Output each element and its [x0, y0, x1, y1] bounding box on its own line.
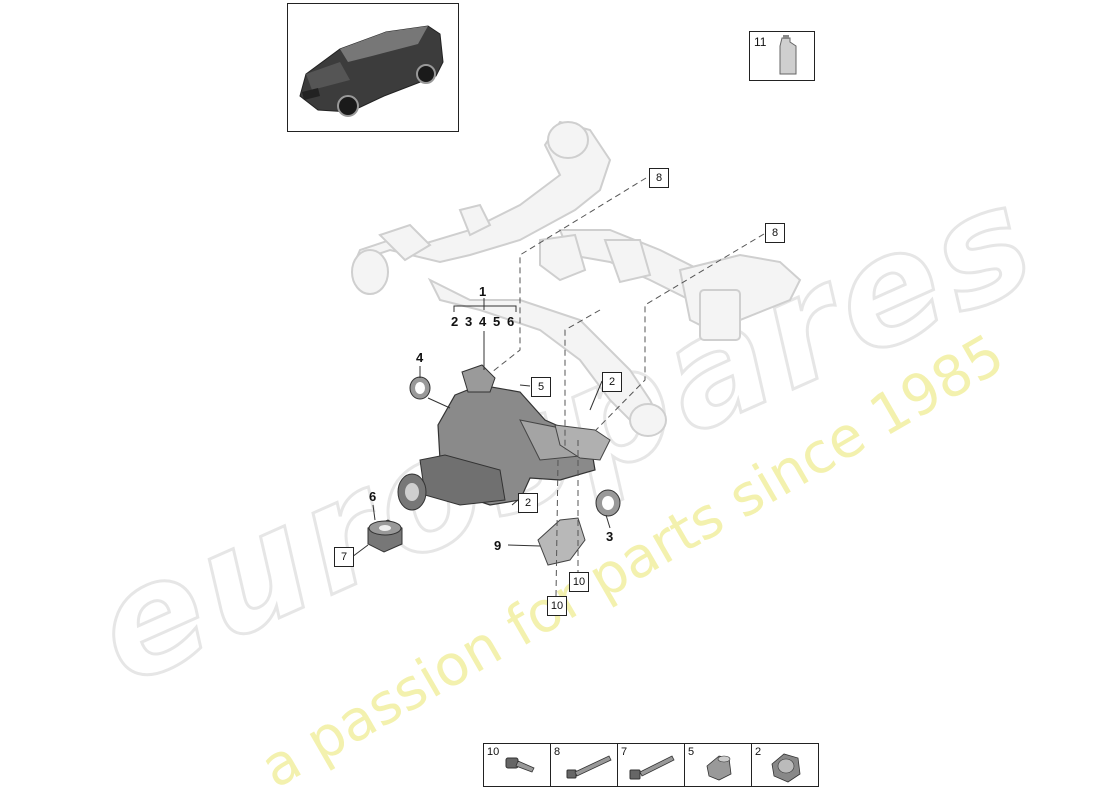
fastener-cell-5: 5 [684, 743, 752, 787]
heat-shield [537, 517, 586, 566]
fastener-cell-10: 10 [483, 743, 551, 787]
fastener-cell-8: 8 [550, 743, 618, 787]
callout-group-3: 3 [465, 314, 473, 329]
callout-box-10-right: 10 [569, 572, 589, 592]
bushing-icon [706, 755, 732, 781]
fastener-number: 5 [688, 746, 695, 758]
plug-icon [771, 753, 801, 783]
fastener-number: 8 [554, 746, 561, 758]
callout-box-7: 7 [334, 547, 354, 567]
rubber-mount [367, 519, 403, 553]
callout-group-2: 2 [451, 314, 459, 329]
fastener-cell-7: 7 [617, 743, 685, 787]
callout-9: 9 [494, 538, 502, 553]
fastener-number: 2 [755, 746, 762, 758]
suv-icon [299, 25, 444, 117]
callout-box-5: 5 [531, 377, 551, 397]
callout-group-row: 2 3 4 5 6 [449, 314, 519, 332]
callout-6: 6 [369, 489, 377, 504]
flange-bolt-icon [629, 755, 675, 780]
fastener-number: 7 [621, 746, 628, 758]
seal-right [595, 489, 621, 517]
callout-1: 1 [479, 284, 487, 299]
long-bolt-icon [566, 755, 612, 779]
seal-left [409, 376, 431, 400]
callout-3: 3 [606, 529, 614, 544]
callout-box-8-upper: 8 [649, 168, 669, 188]
callout-4: 4 [416, 350, 424, 365]
subframe-outline [351, 120, 802, 437]
callout-box-10-left: 10 [547, 596, 567, 616]
leader-lines [351, 298, 611, 558]
dashed-guide-lines [491, 177, 765, 597]
fastener-cell-2: 2 [751, 743, 819, 787]
oil-callout: 11 [754, 35, 767, 49]
fasteners-table: 10 8 7 5 [483, 743, 819, 787]
differential-housing [397, 364, 611, 511]
fastener-number: 10 [487, 746, 500, 758]
callout-box-2-lower: 2 [518, 493, 538, 513]
vehicle-thumbnail [287, 3, 459, 132]
callout-group-5: 5 [493, 314, 501, 329]
callout-box-8-lower: 8 [765, 223, 785, 243]
callout-group-6: 6 [507, 314, 515, 329]
callout-group-4: 4 [479, 314, 487, 329]
callout-box-2-upper: 2 [602, 372, 622, 392]
oil-bottle-icon [779, 35, 797, 75]
oil-bottle-box: 11 [749, 31, 815, 81]
short-bolt-icon [505, 757, 535, 773]
